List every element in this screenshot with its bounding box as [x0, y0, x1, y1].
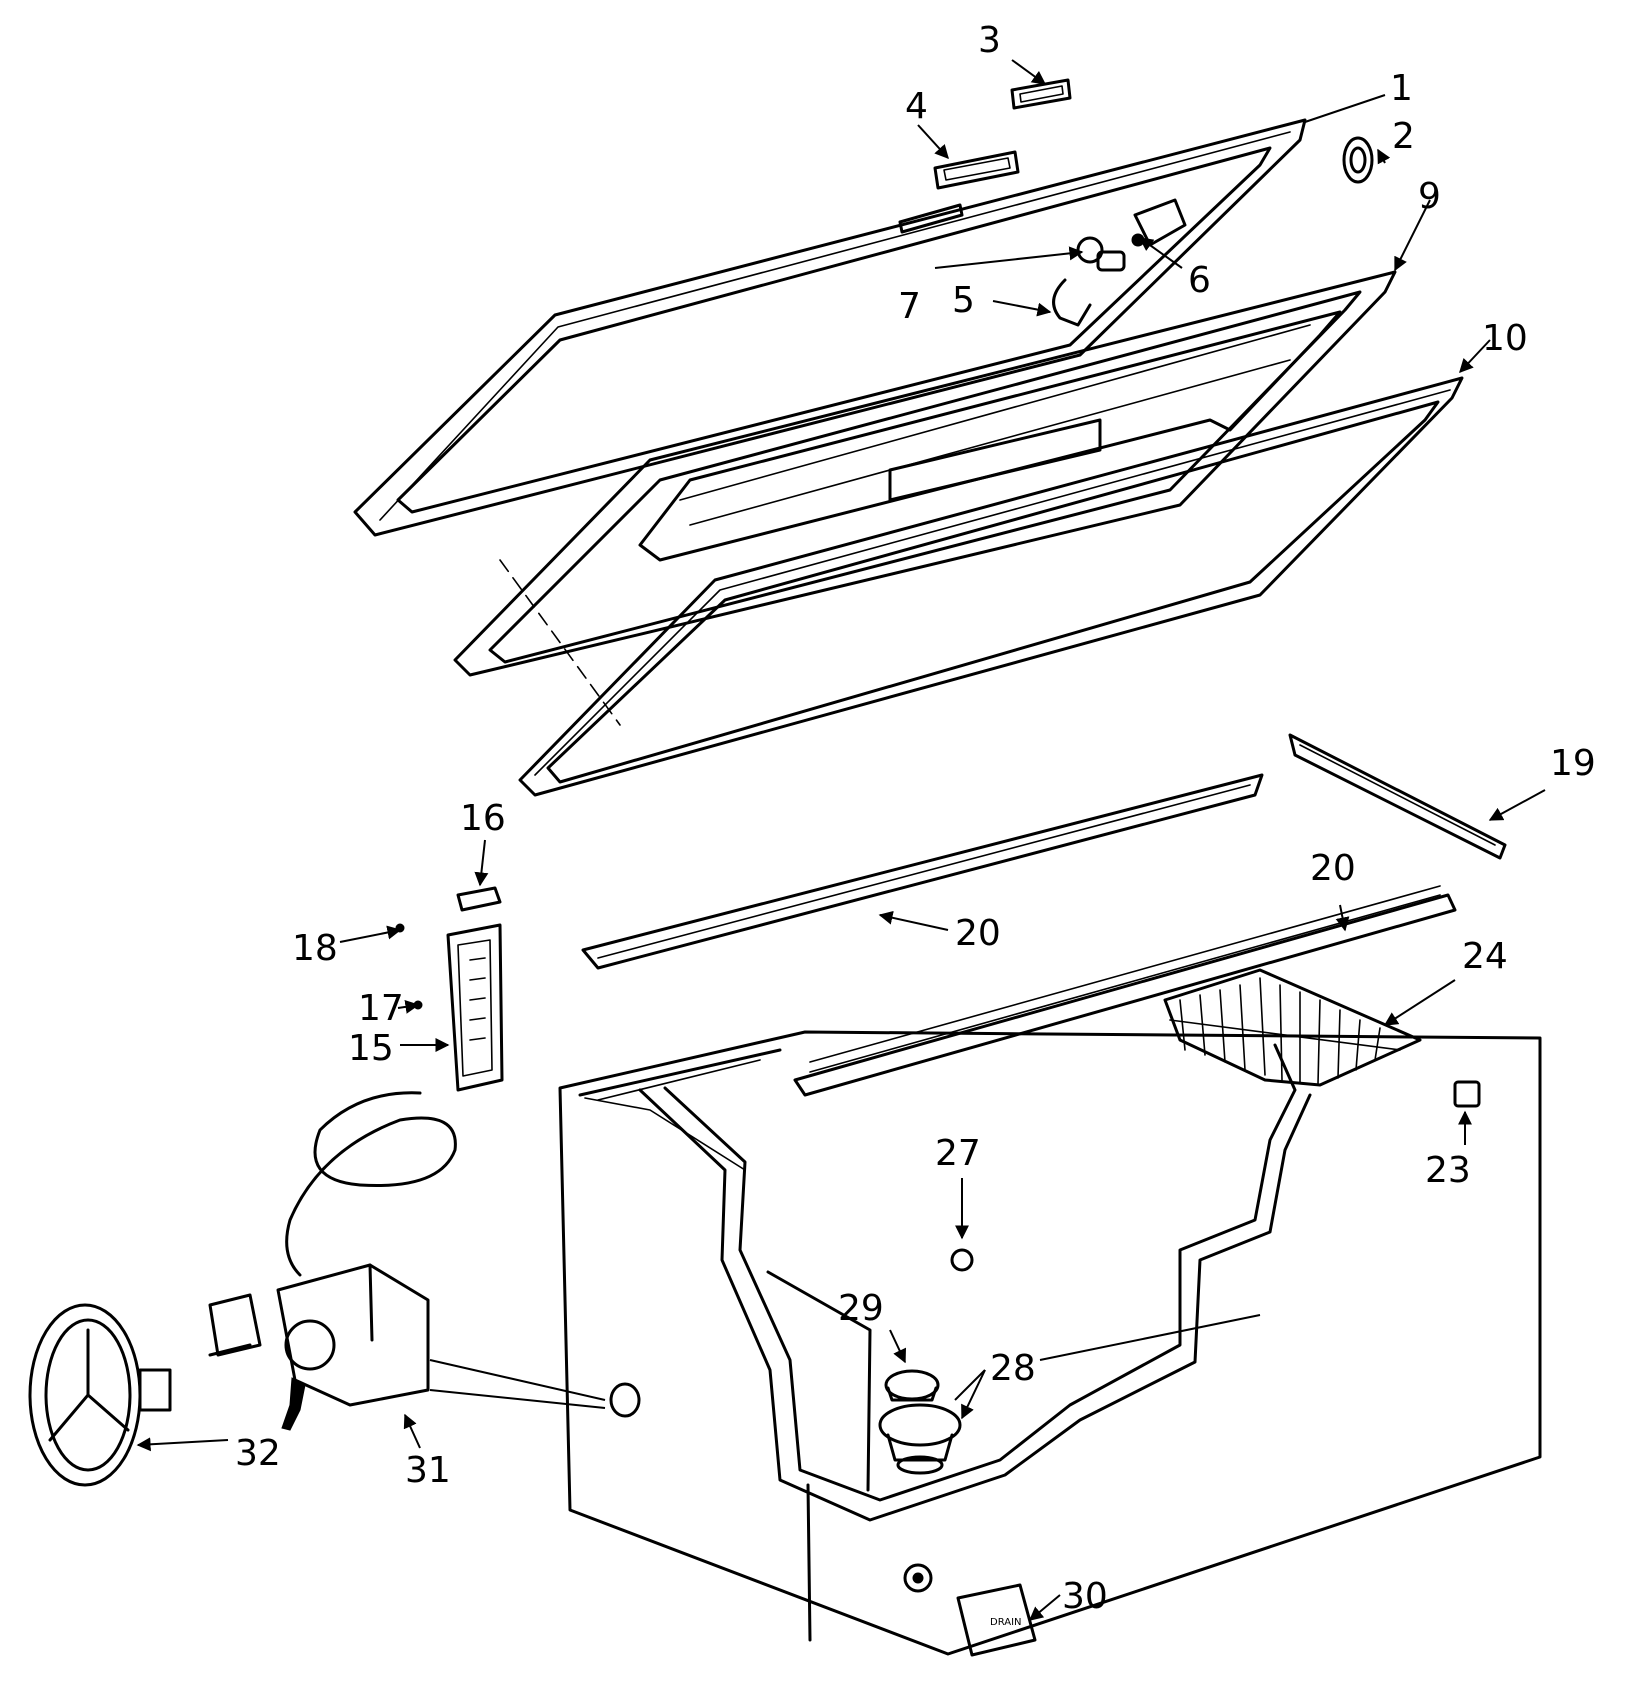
basket-part-24 [1163, 968, 1422, 1087]
callout-23: 23 [1425, 1150, 1471, 1191]
callout-29: 29 [838, 1288, 884, 1329]
control-part-31 [208, 1263, 430, 1431]
callout-4: 4 [905, 86, 928, 127]
thermostat-part-15 [446, 923, 504, 1092]
callout-5: 5 [952, 280, 975, 321]
callout-10: 10 [1482, 318, 1528, 359]
drain-tube-part-28 [878, 1403, 962, 1475]
lid-frame [353, 118, 1307, 537]
dial-part-32 [28, 1303, 172, 1487]
lid-liner [453, 270, 1397, 677]
callout-24: 24 [1462, 936, 1508, 977]
callout-28: 28 [990, 1348, 1036, 1389]
breaker-strip-19 [1288, 733, 1507, 860]
callout-27: 27 [935, 1133, 981, 1174]
plug-part-27 [950, 1248, 974, 1272]
callout-17: 17 [358, 988, 404, 1029]
callout-7: 7 [898, 286, 921, 327]
power-cord [285, 1091, 457, 1277]
bracket-part-16 [456, 886, 502, 912]
lock-part-2 [1342, 136, 1374, 184]
callout-19: 19 [1550, 743, 1596, 784]
callout-labels: 1 2 3 4 5 6 7 9 10 15 16 17 18 19 20 20 … [235, 20, 1596, 1617]
key-part-7 [1076, 236, 1126, 272]
callout-3: 3 [978, 20, 1001, 61]
callout-2: 2 [1392, 116, 1415, 157]
callout-1: 1 [1390, 68, 1413, 109]
drain-plate-part-30: DRAIN [956, 1583, 1037, 1657]
handle-part-4 [933, 150, 1020, 190]
callout-16: 16 [460, 798, 506, 839]
callout-6: 6 [1188, 260, 1211, 301]
callout-31: 31 [405, 1450, 451, 1491]
callout-20a: 20 [955, 913, 1001, 954]
drain-plug-part-29 [884, 1369, 940, 1402]
leader-lines [136, 59, 1546, 1621]
drain-plate-text: DRAIN [990, 1617, 1022, 1628]
callout-18: 18 [292, 928, 338, 969]
callout-32: 32 [235, 1433, 281, 1474]
hinge-part-5 [1052, 278, 1092, 327]
callout-30: 30 [1062, 1576, 1108, 1617]
callout-15: 15 [348, 1028, 394, 1069]
handle-part-3 [1010, 78, 1072, 110]
callout-20b: 20 [1310, 848, 1356, 889]
cabinet [558, 1030, 1542, 1656]
callout-9: 9 [1418, 176, 1441, 217]
breaker-strip-20-front [581, 773, 1264, 970]
lid-gasket [499, 376, 1464, 797]
label-part-23 [1453, 1080, 1481, 1108]
